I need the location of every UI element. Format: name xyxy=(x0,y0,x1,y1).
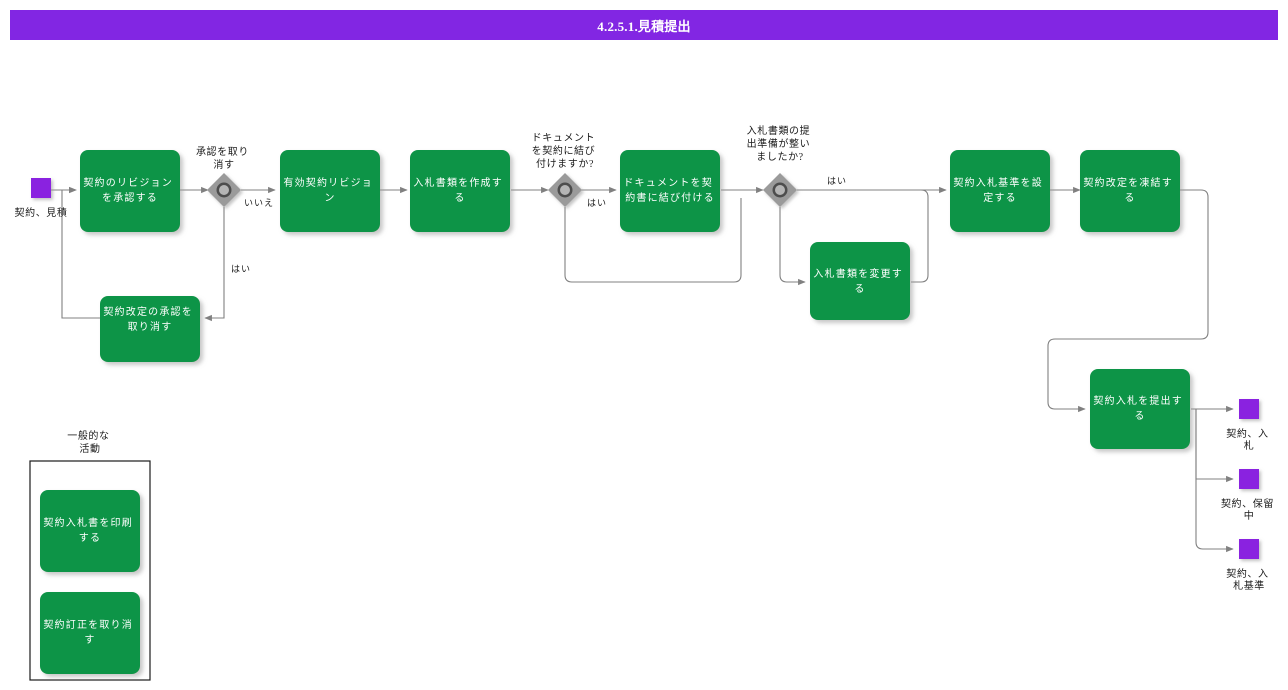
task-label: 契約入札を提出す る xyxy=(1093,394,1186,422)
task-label: ドキュメントを契 約書に結び付ける xyxy=(623,176,716,204)
edge-t9-end3 xyxy=(1191,408,1234,553)
group-title: 一般的な 活動 xyxy=(67,429,113,455)
decision-node-bid-documents-ready[interactable]: 入札書類の提 出準備が整い ましたか? xyxy=(747,124,814,207)
end-node-label: 契約、入 札 xyxy=(1226,427,1272,452)
task-label: 契約改定の承認を 取り消す xyxy=(103,305,196,333)
task-label: 入札書類を変更す る xyxy=(813,267,906,295)
task-node-modify-bid-documents[interactable]: 入札書類を変更す る xyxy=(810,242,910,320)
task-node-set-contract-bid-criteria[interactable]: 契約入札基準を設 定する xyxy=(950,150,1050,232)
task-shape xyxy=(1090,369,1190,449)
task-shape xyxy=(950,150,1050,232)
edge-d2-bypass xyxy=(564,198,742,283)
task-shape xyxy=(410,150,510,232)
page-title: 4.2.5.1.見積提出 xyxy=(597,18,691,34)
task-shape xyxy=(620,150,720,232)
task-shape xyxy=(1080,150,1180,232)
task-node-link-document-to-contract[interactable]: ドキュメントを契 約書に結び付ける xyxy=(620,150,720,232)
end-node-label: 契約、保留 中 xyxy=(1221,497,1277,522)
decision-label: 承認を取り 消す xyxy=(196,145,252,171)
task-node-approve-contract-revision[interactable]: 契約のリビジョン を承認する xyxy=(80,150,180,232)
task-node-create-bid-documents[interactable]: 入札書類を作成す る xyxy=(410,150,510,232)
edge-t6-rejoin xyxy=(900,189,929,283)
start-node-label: 契約、見積 xyxy=(15,206,68,219)
edge-label-no-d1: いいえ xyxy=(244,198,274,208)
task-node-effective-contract-revision[interactable]: 有効契約リビジョ ン xyxy=(280,150,380,232)
task-label: 入札書類を作成す る xyxy=(413,176,506,204)
end-node-contract-bid[interactable]: 契約、入 札 xyxy=(1226,399,1272,452)
edge-label-yes-d1: はい xyxy=(231,264,251,274)
edge-d1-t2-yes xyxy=(204,207,225,322)
terminator-shape xyxy=(1239,469,1259,489)
edge-t2-loopback-t1 xyxy=(61,186,100,319)
task-shape xyxy=(810,242,910,320)
decision-label: 入札書類の提 出準備が整い ましたか? xyxy=(747,124,814,163)
task-shape xyxy=(40,490,140,572)
task-node-print-contract-bid[interactable]: 契約入札書を印刷 する xyxy=(40,490,140,572)
decision-marker-inner-icon xyxy=(219,185,229,195)
start-node-contract-quote[interactable]: 契約、見積 xyxy=(15,178,68,219)
task-label: 契約のリビジョン を承認する xyxy=(83,176,176,204)
edge-label-yes-d2: はい xyxy=(587,198,607,208)
terminator-shape xyxy=(1239,539,1259,559)
edge-t9-end2 xyxy=(1191,408,1234,483)
connector-layer xyxy=(51,186,1234,553)
task-node-cancel-contract-amendment-approval[interactable]: 契約改定の承認を 取り消す xyxy=(100,296,200,362)
task-label: 有効契約リビジョ ン xyxy=(283,176,376,204)
task-node-cancel-contract-correction[interactable]: 契約訂正を取り消 す xyxy=(40,592,140,674)
task-label: 契約入札基準を設 定する xyxy=(953,176,1046,204)
task-shape xyxy=(40,592,140,674)
terminator-shape xyxy=(31,178,51,198)
decision-node-cancel-approval[interactable]: 承認を取り 消す xyxy=(196,145,252,207)
task-label: 契約訂正を取り消 す xyxy=(43,618,136,646)
task-shape xyxy=(100,296,200,362)
end-node-contract-pending[interactable]: 契約、保留 中 xyxy=(1221,469,1277,522)
title-bar: 4.2.5.1.見積提出 xyxy=(10,10,1278,40)
decision-marker-inner-icon xyxy=(775,185,785,195)
general-activities-group: 一般的な 活動 契約入札書を印刷 する 契約訂正を取り消 す xyxy=(29,429,151,681)
task-label: 契約改定を凍結す る xyxy=(1083,176,1176,204)
edge-d3-t6-no xyxy=(779,207,806,286)
decision-marker-inner-icon xyxy=(560,185,570,195)
decision-node-link-document[interactable]: ドキュメント を契約に結び 付けますか? xyxy=(532,133,599,207)
task-label: 契約入札書を印刷 する xyxy=(43,516,136,544)
terminator-shape xyxy=(1239,399,1259,419)
task-node-submit-contract-bid[interactable]: 契約入札を提出す る xyxy=(1090,369,1190,449)
end-node-contract-bid-criteria[interactable]: 契約、入 札基準 xyxy=(1226,539,1272,592)
edge-label-yes-d3: はい xyxy=(827,176,847,186)
task-shape xyxy=(80,150,180,232)
decision-label: ドキュメント を契約に結び 付けますか? xyxy=(532,133,599,170)
edge-t8-t9 xyxy=(1047,189,1209,413)
task-node-freeze-contract-amendment[interactable]: 契約改定を凍結す る xyxy=(1080,150,1180,232)
task-shape xyxy=(280,150,380,232)
end-node-label: 契約、入 札基準 xyxy=(1226,567,1272,592)
